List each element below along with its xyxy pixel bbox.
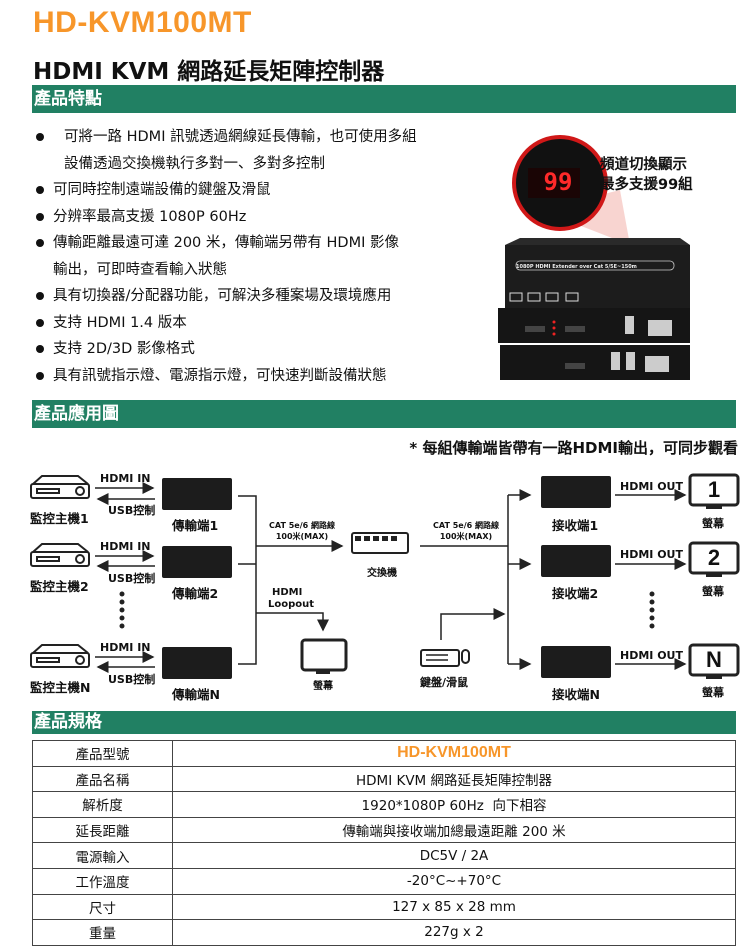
spec-value: DC5V / 2A <box>172 842 736 869</box>
receiver-label: 接收端N <box>552 687 600 702</box>
section-features-header: 產品特點 <box>32 85 736 113</box>
monitor-label: 螢幕 <box>313 681 333 692</box>
table-row: 工作溫度-20°C~+70°C <box>32 867 736 895</box>
product-title: HDMI KVM 網路延長矩陣控制器 <box>33 59 385 85</box>
feature-item: 可同時控制遠端設備的鍵盤及滑鼠 <box>36 177 476 204</box>
feature-item: 傳輸距離最遠可達 200 米，傳輸端另帶有 HDMI 影像 <box>36 230 476 257</box>
receiver-label: 接收端2 <box>552 586 599 601</box>
usb-control-label: USB控制 <box>108 504 156 517</box>
section-application-header: 產品應用圖 <box>32 400 736 428</box>
spec-value: HDMI KVM 網路延長矩陣控制器 <box>172 765 736 793</box>
feature-list: 可將一路 HDMI 訊號透過網線延長傳輸，也可使用多組 設備透過交換機執行多對一… <box>36 124 476 389</box>
feature-item: 分辨率最高支援 1080P 60Hz <box>36 204 476 231</box>
spec-key: 重量 <box>32 919 173 946</box>
cable-line2: 100米(MAX) <box>275 532 329 541</box>
cable-line1: CAT 5e/6 網路線 <box>269 521 335 530</box>
panel-text: 1080P HDMI Extender over Cat 5/5E~150m <box>516 264 637 270</box>
section-specs-header: 產品規格 <box>32 711 736 734</box>
spec-key: 產品名稱 <box>32 765 173 793</box>
spec-value: -20°C~+70°C <box>172 867 736 895</box>
monitor-label: 螢幕 <box>702 686 724 699</box>
host-label: 監控主機1 <box>30 511 89 526</box>
hdmi-out-label: HDMI OUT <box>620 649 683 662</box>
product-image <box>498 135 690 380</box>
hdmi-in-label: HDMI IN <box>100 540 151 553</box>
screen-number: N <box>706 647 722 672</box>
loopout-line2: Loopout <box>268 599 315 610</box>
hdmi-out-label: HDMI OUT <box>620 548 683 561</box>
cable-line2: 100米(MAX) <box>439 532 493 541</box>
feature-item-cont: 輸出，可即時查看輸入狀態 <box>53 261 227 278</box>
usb-control-label: USB控制 <box>108 673 156 686</box>
diagram-note: * 每組傳輸端皆帶有一路HDMI輸出，可同步觀看 <box>409 439 738 457</box>
table-row: 延長距離傳輸端與接收端加總最遠距離 200 米 <box>32 816 736 844</box>
model-title: HD-KVM100MT <box>33 6 252 39</box>
spec-value: 127 x 85 x 28 mm <box>172 893 736 921</box>
hdmi-out-label: HDMI OUT <box>620 480 683 493</box>
feature-item: 具有切換器/分配器功能，可解決多種案場及環境應用 <box>36 283 476 310</box>
transmitter-label: 傳輸端N <box>172 687 220 702</box>
spec-key: 工作溫度 <box>32 867 173 895</box>
receiver-label: 接收端1 <box>552 518 599 533</box>
monitor-label: 螢幕 <box>702 585 724 598</box>
transmitter-label: 傳輸端2 <box>172 586 219 601</box>
feature-item: 支持 2D/3D 影像格式 <box>36 336 476 363</box>
channel-callout: 頻道切換顯示 最多支援99組 <box>600 155 693 195</box>
spec-value: 傳輸端與接收端加總最遠距離 200 米 <box>172 816 736 844</box>
monitor-label: 螢幕 <box>702 517 724 530</box>
feature-item: 具有訊號指示燈、電源指示燈，可快速判斷設備狀態 <box>36 363 476 390</box>
feature-item: 支持 HDMI 1.4 版本 <box>36 310 476 337</box>
spec-key: 電源輸入 <box>32 842 173 869</box>
feature-item-cont: 設備透過交換機執行多對一、多對多控制 <box>64 155 325 172</box>
hdmi-in-label: HDMI IN <box>100 641 151 654</box>
cable-label: CAT 5e/6 網路線 100米(MAX) <box>264 520 340 542</box>
screen-number: 2 <box>707 545 721 570</box>
callout-line2: 最多支援99組 <box>600 177 693 193</box>
spec-value: 227g x 2 <box>172 919 736 946</box>
host-label: 監控主機2 <box>30 579 89 594</box>
transmitter-label: 傳輸端1 <box>172 518 219 533</box>
hdmi-in-label: HDMI IN <box>100 472 151 485</box>
channel-display: 99 <box>543 168 573 196</box>
feature-item: 可將一路 HDMI 訊號透過網線延長傳輸，也可使用多組 <box>36 124 476 151</box>
spec-value: 1920*1080P 60Hz 向下相容 <box>172 791 736 818</box>
spec-key: 延長距離 <box>32 816 173 844</box>
cable-label: CAT 5e/6 網路線 100米(MAX) <box>428 520 504 542</box>
host-label: 監控主機N <box>30 680 91 695</box>
screen-number: 1 <box>707 477 721 502</box>
spec-key: 解析度 <box>32 791 173 818</box>
keyboard-mouse-label: 鍵盤/滑鼠 <box>420 676 469 689</box>
loopout-line1: HDMI <box>272 587 303 598</box>
switch-label: 交換機 <box>367 568 397 579</box>
spec-key: 尺寸 <box>32 893 173 921</box>
cable-line1: CAT 5e/6 網路線 <box>433 521 499 530</box>
usb-control-label: USB控制 <box>108 572 156 585</box>
spec-value: HD-KVM100MT <box>172 740 736 767</box>
spec-key: 產品型號 <box>32 740 173 767</box>
callout-line1: 頻道切換顯示 <box>600 157 687 173</box>
